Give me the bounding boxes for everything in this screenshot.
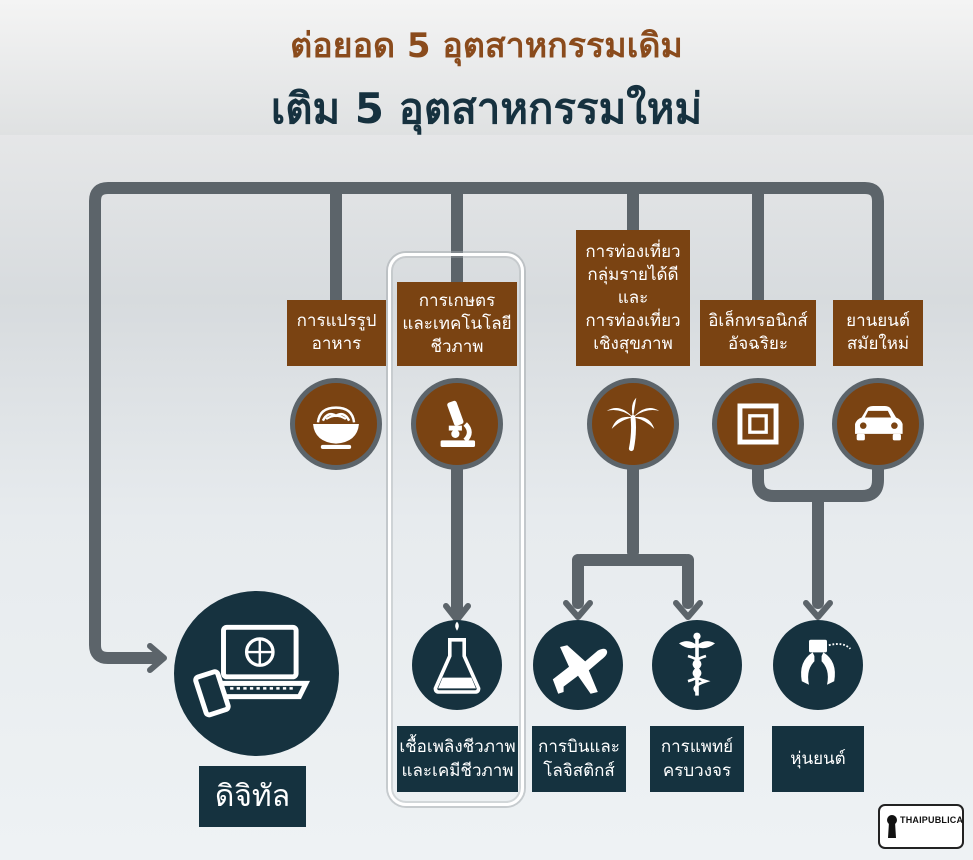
existing-industry-label-agriculture-biotech: การเกษตร และเทคโนโลยี ชีวภาพ [397, 282, 517, 366]
logo-text: THAIPUBLICA [900, 815, 964, 825]
new-industry-icon-circle [652, 620, 742, 710]
label-line: การท่องเที่ยว [585, 241, 681, 262]
label-line: หุ่นยนต์ [790, 749, 846, 769]
new-industry-label-biofuel-biochemical: เชื้อเพลิงชีวภาพ และเคมีชีวภาพ [397, 726, 518, 792]
flask-icon [433, 621, 481, 694]
laptop-phone-icon [193, 624, 311, 718]
car-icon [855, 405, 903, 441]
label-line: และเคมีชีวภาพ [401, 761, 514, 781]
airplane-icon [552, 645, 608, 694]
label-line: กลุ่มรายได้ดี [587, 264, 679, 285]
label-line: เชิงสุขภาพ [593, 333, 673, 354]
label-line: การแพทย์ [660, 737, 734, 757]
new-industry-icon-circle [533, 620, 623, 710]
arrowhead-digital [147, 643, 167, 673]
arrowhead-aviation [563, 600, 593, 620]
new-industry-icon-circle-digital [174, 591, 339, 756]
label-line: ยานยนต์ [846, 311, 910, 331]
palm-tree-icon [606, 397, 660, 452]
label-line: ดิจิทัล [214, 778, 291, 814]
existing-industry-icon-circle [712, 378, 804, 470]
new-industry-icon-circle [412, 620, 502, 710]
microscope-icon [440, 400, 476, 447]
existing-industry-icon-circle [587, 378, 679, 470]
existing-industry-icon-circle [290, 378, 382, 470]
microchip-icon [737, 403, 779, 445]
food-bowl-icon [313, 406, 359, 450]
biotech-highlight-frame [388, 253, 524, 806]
label-line: และเทคโนโลยี [402, 313, 512, 334]
label-line: ครบวงจร [662, 761, 732, 781]
label-line: อิเล็กทรอนิกส์ [708, 311, 808, 331]
robot-merge-wire [752, 454, 884, 609]
new-industry-icon-circle [773, 620, 863, 710]
label-line: สมัยใหม่ [846, 334, 910, 354]
new-industry-label-digital: ดิจิทัล [199, 766, 306, 827]
top-trunk-wire [89, 182, 884, 664]
existing-industry-icon-circle [411, 378, 503, 470]
title-line-2: เติม 5 อุตสาหกรรมใหม่ [270, 84, 703, 133]
caduceus-icon [679, 632, 715, 696]
label-line: ชีวภาพ [430, 336, 484, 357]
robot-arm-icon [801, 639, 852, 685]
new-industry-label-aviation-logistics: การบินและ โลจิสติกส์ [532, 726, 626, 792]
arrowhead-robot [803, 600, 833, 620]
label-line: การบินและ [538, 737, 620, 757]
thaipublica-logo: THAIPUBLICA [878, 804, 964, 849]
label-line: และ [617, 287, 649, 308]
existing-industry-label-tourism: การท่องเที่ยว กลุ่มรายได้ดี และ การท่องเ… [576, 230, 690, 366]
header-band [0, 0, 973, 135]
label-line: อาหาร [311, 334, 362, 354]
label-line: การแปรรูป [296, 311, 377, 331]
existing-industry-label-next-gen-automotive: ยานยนต์ สมัยใหม่ [833, 300, 923, 366]
existing-industry-label-food-processing: การแปรรูป อาหาร [287, 300, 386, 366]
tourism-split-wire [572, 454, 694, 609]
title-line-1: ต่อยอด 5 อุตสาหกรรมเดิม [290, 26, 683, 66]
label-line: โลจิสติกส์ [543, 761, 615, 781]
label-line: การเกษตร [418, 290, 496, 311]
existing-industry-label-smart-electronics: อิเล็กทรอนิกส์ อัจฉริยะ [700, 300, 816, 366]
label-line: อัจฉริยะ [728, 334, 788, 354]
label-line: เชื้อเพลิงชีวภาพ [399, 737, 516, 757]
existing-industry-icon-circle [832, 378, 924, 470]
keyhole-icon [887, 815, 897, 838]
arrowhead-medical [673, 600, 703, 620]
new-industry-label-medical-hub: การแพทย์ ครบวงจร [650, 726, 744, 792]
label-line: การท่องเที่ยว [585, 310, 681, 331]
new-industry-label-robotics: หุ่นยนต์ [772, 726, 864, 792]
